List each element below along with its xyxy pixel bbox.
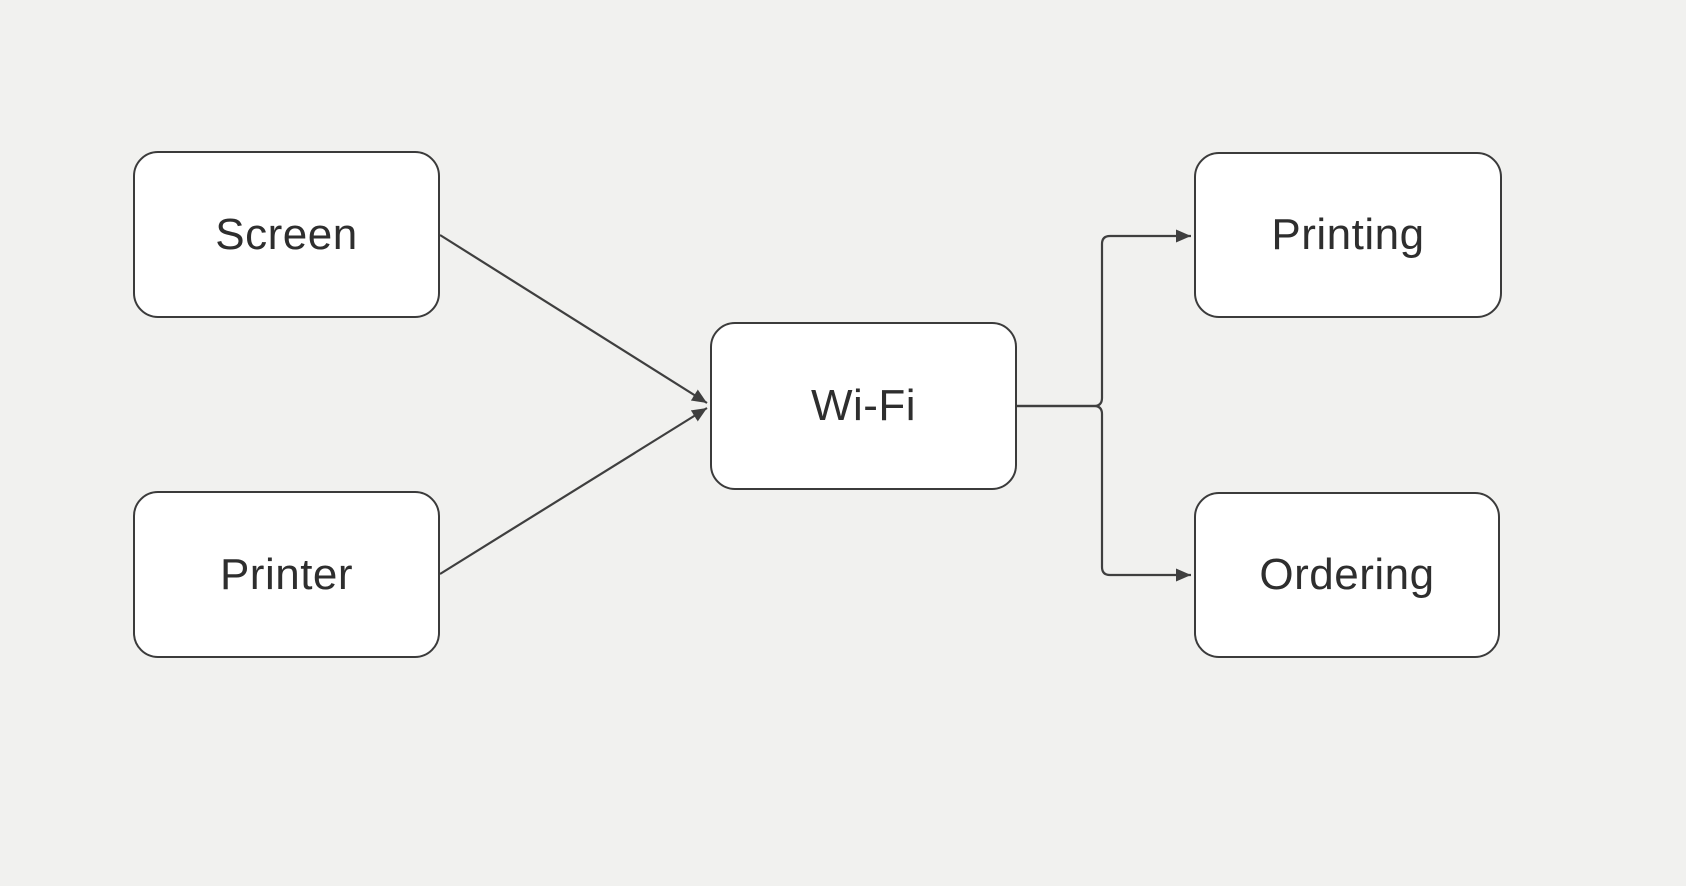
- node-printer-label: Printer: [219, 549, 354, 599]
- edge-wifi-to-printing[interactable]: [1017, 229, 1191, 408]
- node-screen-label: Screen: [215, 209, 358, 259]
- edge-screen-to-wifi[interactable]: [439, 234, 708, 404]
- node-wifi-label: Wi-Fi: [810, 381, 917, 430]
- node-printing[interactable]: Printing: [1194, 152, 1502, 318]
- node-screen[interactable]: Screen: [133, 151, 440, 318]
- node-printing-label: Printing: [1271, 210, 1425, 259]
- node-printer[interactable]: Printer: [133, 491, 440, 658]
- node-ordering[interactable]: Ordering: [1194, 492, 1500, 658]
- node-wifi[interactable]: Wi-Fi: [710, 322, 1017, 490]
- edge-wifi-to-ordering[interactable]: [1017, 404, 1191, 582]
- edge-printer-to-wifi[interactable]: [439, 407, 708, 575]
- node-ordering-label: Ordering: [1259, 550, 1435, 599]
